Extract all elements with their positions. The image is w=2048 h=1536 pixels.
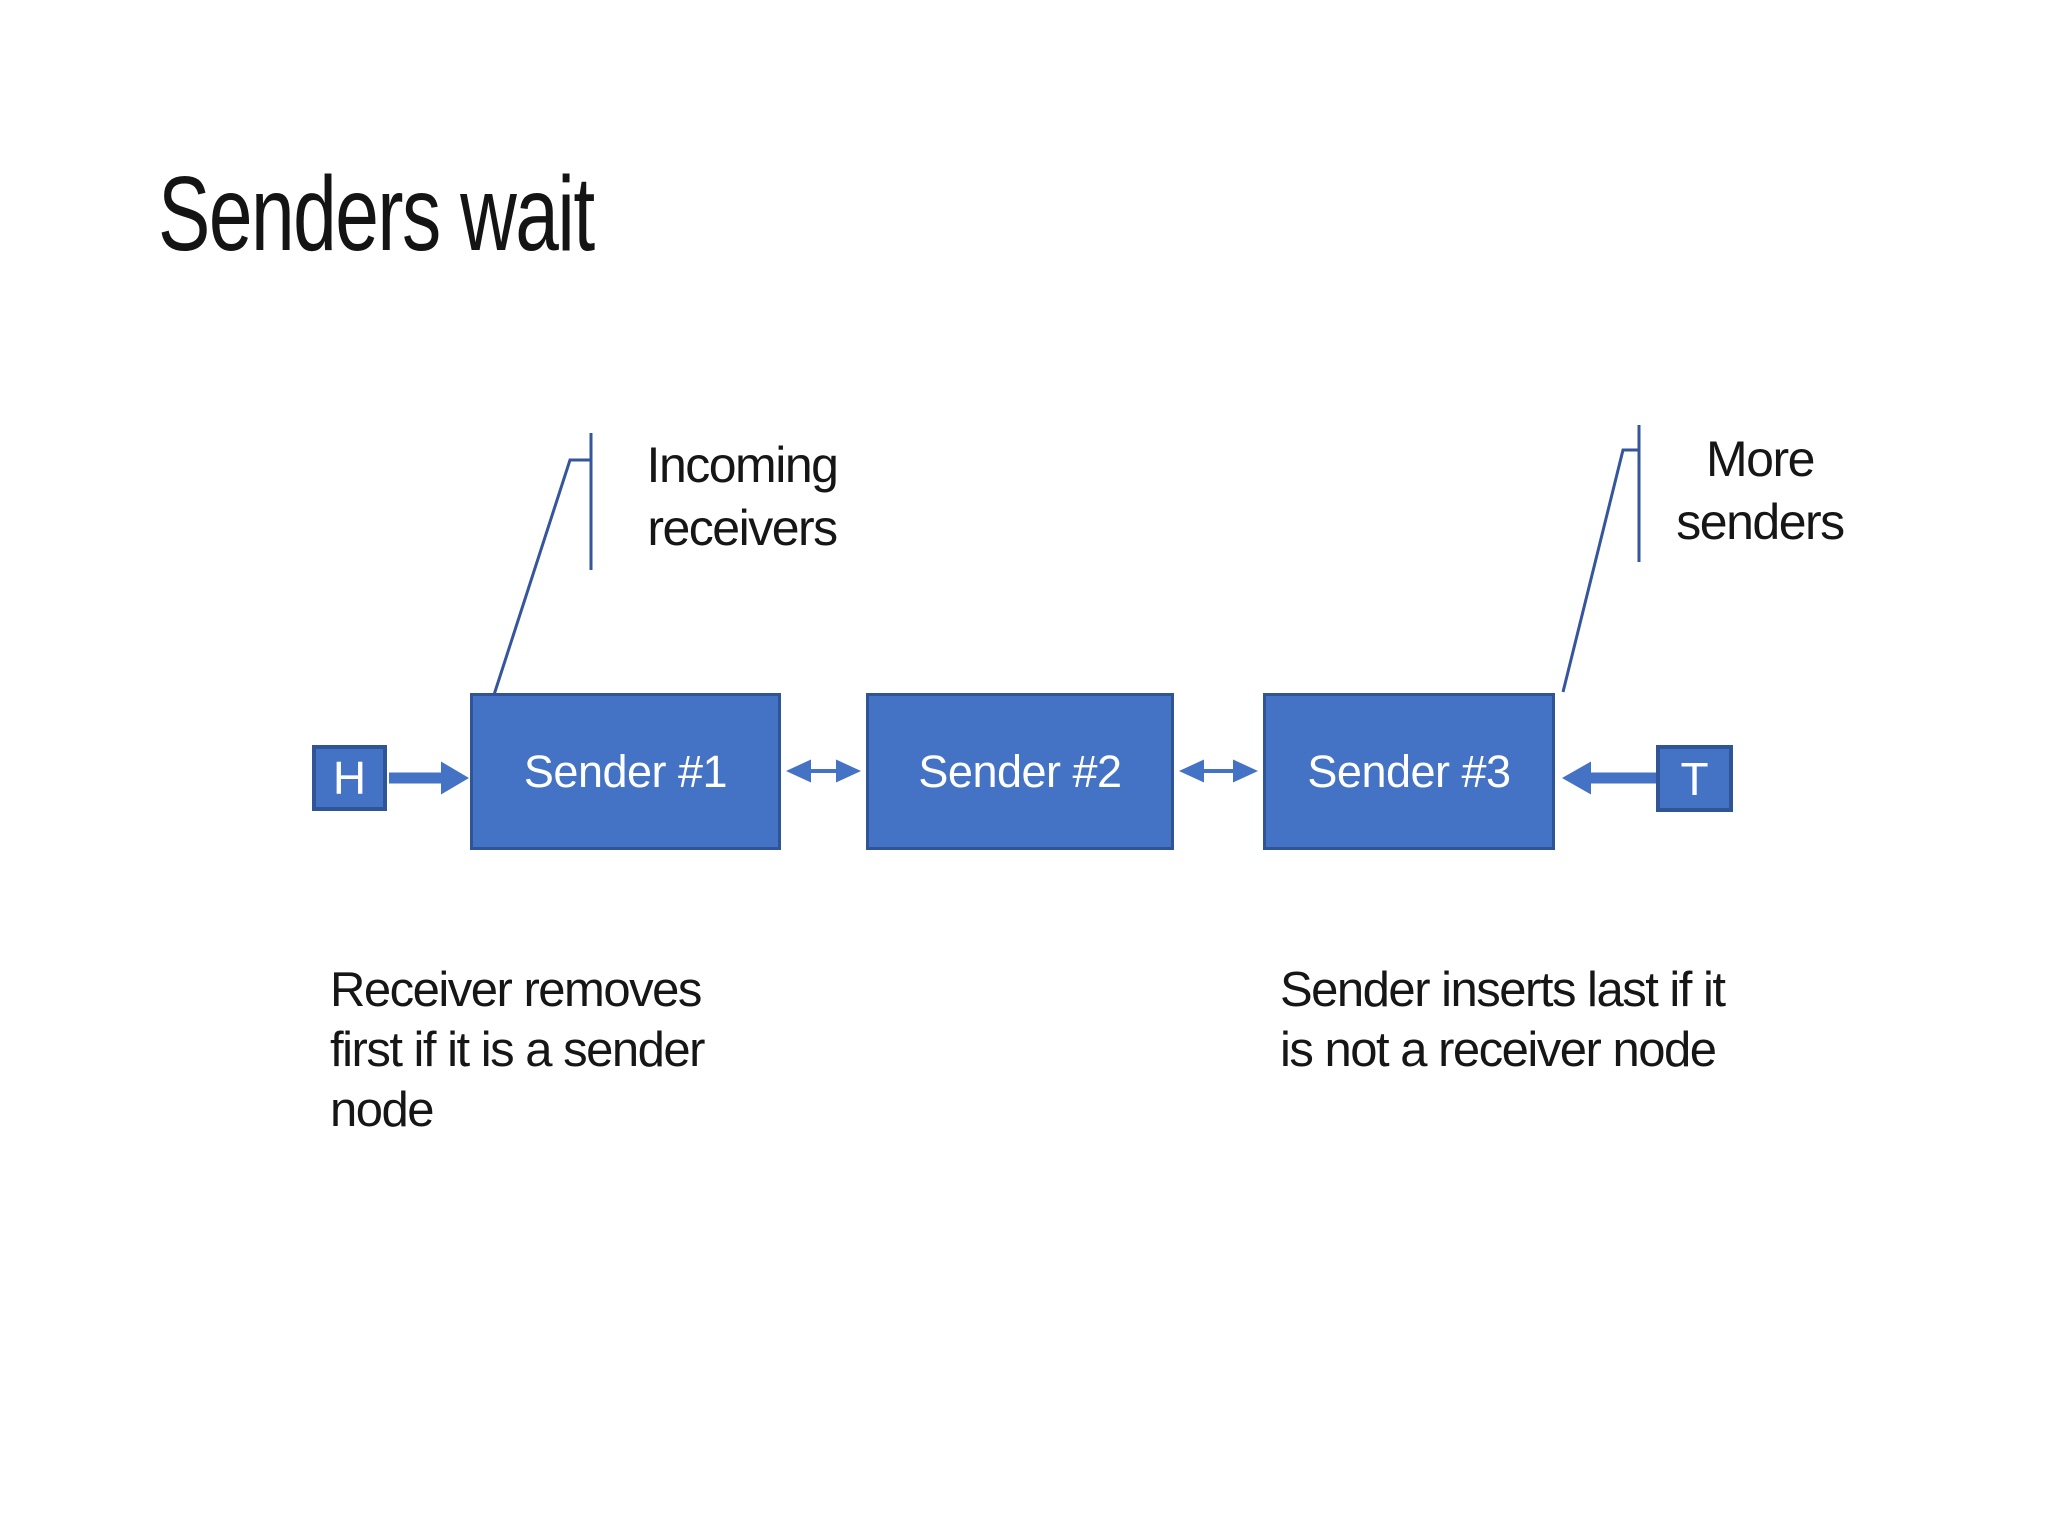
node-sender-2: Sender #2 (866, 693, 1174, 850)
node-sender-3: Sender #3 (1263, 693, 1555, 850)
note-receiver-removes: Receiver removes first if it is a sender… (330, 963, 705, 1137)
tail-arrow-icon (1562, 761, 1656, 795)
note-sender-inserts: Sender inserts last if it is not a recei… (1280, 963, 1726, 1077)
callout-line-icon (1561, 425, 1641, 693)
head-arrow-icon (389, 761, 469, 795)
bidirectional-arrow-icon (1179, 759, 1258, 783)
tail-marker: T (1656, 745, 1733, 812)
head-marker-label: H (332, 752, 367, 804)
node-sender-1-label: Sender #1 (523, 745, 728, 797)
head-marker: H (312, 745, 387, 811)
callout-incoming-receivers-label: Incoming receivers (646, 437, 839, 556)
node-sender-2-label: Sender #2 (918, 745, 1122, 797)
bidirectional-arrow-icon (786, 759, 861, 783)
page-title: Senders wait (158, 155, 595, 273)
callout-line-icon (490, 433, 593, 702)
callout-more-senders-label: More senders (1676, 431, 1845, 550)
tail-marker-label: T (1680, 752, 1709, 805)
node-sender-3-label: Sender #3 (1307, 745, 1511, 797)
node-sender-1: Sender #1 (470, 693, 781, 850)
